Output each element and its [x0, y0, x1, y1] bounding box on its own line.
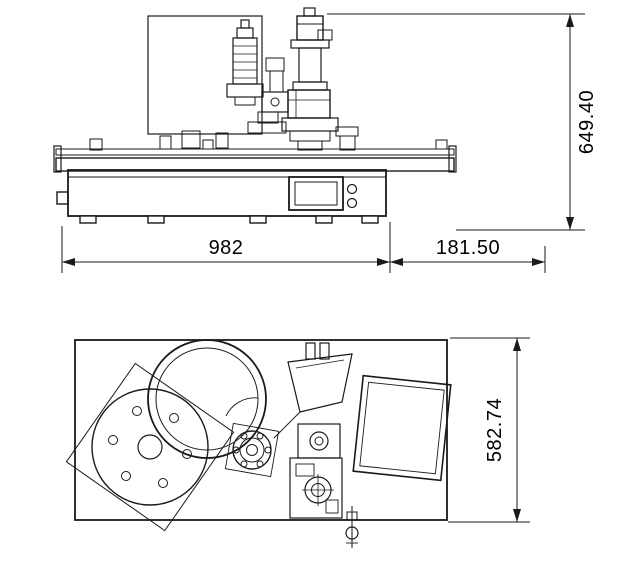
- width-dimension-label: 982: [209, 237, 244, 259]
- dimension-base-width: 982: [61, 222, 391, 273]
- lower-sub-assembly: [289, 457, 343, 519]
- extension-dimension-label: 181.50: [436, 237, 500, 259]
- arrowhead-right-icon: [532, 258, 545, 266]
- central-tower: [281, 7, 339, 151]
- plan-view: [65, 339, 452, 548]
- upper-frame-box: [147, 15, 263, 135]
- arrowhead-right-icon: [377, 258, 390, 266]
- drive-motor-block: [297, 423, 341, 459]
- dimension-overall-height: 649.40: [327, 13, 598, 231]
- front-elevation-view: [53, 7, 457, 224]
- finned-motor: [226, 19, 264, 106]
- arrowhead-left-icon: [62, 258, 75, 266]
- control-panel: [288, 176, 358, 211]
- side-tray: [352, 374, 452, 482]
- conveyor-rail: [53, 130, 457, 173]
- machine-bed-outline: [74, 339, 448, 521]
- depth-dimension-label: 582.74: [484, 398, 506, 462]
- turntable-bowl: [147, 339, 267, 459]
- leveling-screw: [345, 506, 359, 548]
- button-lower: [346, 197, 358, 209]
- arrowhead-down-icon: [566, 217, 574, 230]
- indexing-disc: [91, 388, 209, 506]
- side-head-assembly: [247, 57, 289, 134]
- central-bearing: [224, 397, 280, 478]
- arrowhead-up-icon: [566, 14, 574, 27]
- height-dimension-label: 649.40: [576, 90, 598, 154]
- rotated-mounting-plate: [65, 362, 235, 532]
- arrowhead-left-icon: [390, 258, 403, 266]
- arrowhead-up-icon: [513, 338, 521, 351]
- feed-chute: [273, 342, 353, 439]
- right-bracket: [335, 126, 359, 151]
- button-upper: [346, 183, 358, 195]
- arrowhead-down-icon: [513, 509, 521, 522]
- dimension-side-extension: 181.50: [390, 237, 546, 273]
- dimension-overall-depth: 582.74: [448, 337, 530, 523]
